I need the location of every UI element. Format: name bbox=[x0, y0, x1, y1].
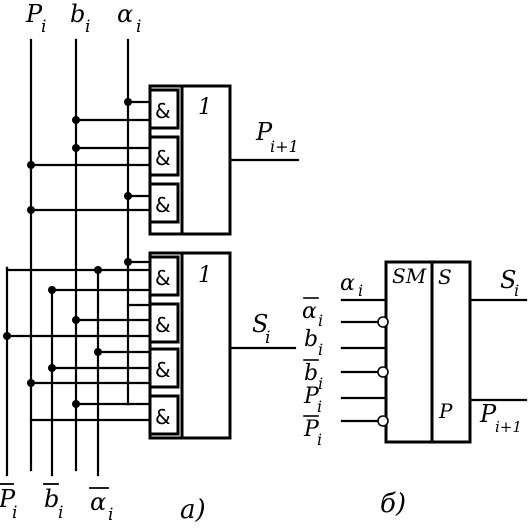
and-label-c2: & bbox=[155, 146, 171, 170]
svg-text:i: i bbox=[317, 397, 322, 416]
and-label-c3: & bbox=[155, 193, 171, 217]
and-gate-s2 bbox=[148, 302, 180, 344]
wire-s1-pbar bbox=[5, 266, 100, 272]
svg-text:i: i bbox=[85, 17, 90, 37]
svg-text:i: i bbox=[12, 503, 17, 523]
and-gate-c1 bbox=[148, 88, 180, 130]
junction-dot bbox=[72, 316, 80, 324]
svg-text:i: i bbox=[318, 311, 323, 330]
svg-text:i: i bbox=[58, 503, 63, 523]
svg-text:α: α bbox=[340, 271, 355, 296]
panel-label-b: б) bbox=[380, 489, 406, 519]
sm-inversion-b-bar bbox=[377, 366, 389, 378]
svg-text:P: P bbox=[479, 400, 497, 428]
svg-text:P: P bbox=[0, 485, 16, 513]
sm-input-label-a: α i bbox=[340, 271, 363, 300]
sm-input-label-p: P i bbox=[303, 384, 322, 416]
svg-text:P: P bbox=[255, 118, 273, 146]
svg-text:α: α bbox=[302, 299, 317, 324]
sum-output-label: S i bbox=[252, 310, 270, 348]
svg-text:i: i bbox=[108, 505, 113, 525]
input-label-b-top: b i bbox=[70, 0, 90, 37]
input-label-p-bar: P i bbox=[0, 483, 17, 523]
junction-dot bbox=[94, 266, 102, 274]
panel-label-a: а) bbox=[180, 495, 206, 525]
svg-text:α: α bbox=[117, 0, 133, 28]
and-label-c1: & bbox=[155, 99, 171, 123]
svg-text:b: b bbox=[304, 327, 318, 352]
svg-text:i: i bbox=[514, 281, 519, 300]
sm-output-label-p: P i+1 bbox=[479, 400, 522, 436]
svg-text:b: b bbox=[70, 0, 85, 28]
junction-dot bbox=[48, 286, 56, 294]
junction-dot bbox=[48, 364, 56, 372]
svg-text:b: b bbox=[44, 485, 59, 513]
and-gate-s1 bbox=[148, 255, 180, 297]
panel-b-sm-block: SM S P α i α i b i b i bbox=[302, 260, 528, 519]
junction-dot bbox=[27, 206, 35, 214]
svg-text:b: b bbox=[304, 361, 318, 386]
and-label-s4: & bbox=[155, 405, 171, 429]
svg-text:P: P bbox=[25, 0, 43, 28]
sm-out-s-label: S bbox=[438, 265, 452, 289]
svg-text:i: i bbox=[136, 17, 141, 37]
or-label-carry: 1 bbox=[198, 95, 212, 120]
sm-block-outline bbox=[384, 260, 472, 444]
sm-block-title: SM bbox=[392, 264, 427, 288]
svg-text:P: P bbox=[303, 417, 320, 442]
junction-dot bbox=[72, 400, 80, 408]
svg-text:i: i bbox=[317, 430, 322, 449]
sm-input-label-a-bar: α i bbox=[302, 297, 323, 330]
and-gate-s4 bbox=[148, 394, 180, 436]
junction-dot bbox=[124, 192, 132, 200]
junction-dot bbox=[72, 116, 80, 124]
and-label-s3: & bbox=[155, 358, 171, 382]
junction-dot bbox=[72, 144, 80, 152]
and-label-s2: & bbox=[155, 313, 171, 337]
svg-text:i: i bbox=[265, 328, 270, 348]
input-label-a-bar: α i bbox=[89, 487, 113, 525]
input-label-p-top: P i bbox=[25, 0, 46, 37]
input-label-a-top: α i bbox=[117, 0, 141, 37]
input-label-b-bar: b i bbox=[43, 483, 63, 523]
svg-text:P: P bbox=[303, 384, 320, 409]
and-gate-c3 bbox=[148, 182, 180, 224]
junction-dot bbox=[27, 379, 35, 387]
sum-block bbox=[148, 251, 232, 440]
carry-output-label: P i+1 bbox=[255, 118, 299, 156]
svg-text:S: S bbox=[252, 310, 268, 338]
svg-text:i: i bbox=[41, 17, 46, 37]
sm-inversion-p-bar bbox=[377, 415, 389, 427]
svg-text:i+1: i+1 bbox=[495, 418, 522, 436]
panel-a-circuit: P i b i α i & & & 1 bbox=[0, 0, 300, 525]
junction-dot bbox=[94, 348, 102, 356]
sm-input-label-p-bar: P i bbox=[303, 415, 322, 449]
sm-output-label-s: S i bbox=[500, 266, 519, 300]
sm-out-p-label: P bbox=[438, 399, 453, 423]
svg-text:S: S bbox=[500, 266, 516, 294]
junction-dot bbox=[124, 258, 132, 266]
svg-text:i: i bbox=[318, 374, 323, 393]
and-label-s1: & bbox=[155, 266, 171, 290]
junction-dot bbox=[27, 161, 35, 169]
sm-input-label-b: b i bbox=[304, 327, 323, 359]
sm-inversion-a-bar bbox=[377, 316, 389, 328]
and-gate-c2 bbox=[148, 135, 180, 177]
svg-text:α: α bbox=[90, 488, 106, 516]
junction-dot bbox=[124, 98, 132, 106]
junction-dots bbox=[3, 98, 132, 408]
svg-text:i: i bbox=[358, 281, 363, 300]
svg-text:i: i bbox=[318, 340, 323, 359]
or-label-sum: 1 bbox=[198, 263, 212, 288]
sm-input-label-b-bar: b i bbox=[303, 359, 323, 393]
svg-text:i+1: i+1 bbox=[270, 137, 299, 156]
junction-dot bbox=[3, 332, 11, 340]
